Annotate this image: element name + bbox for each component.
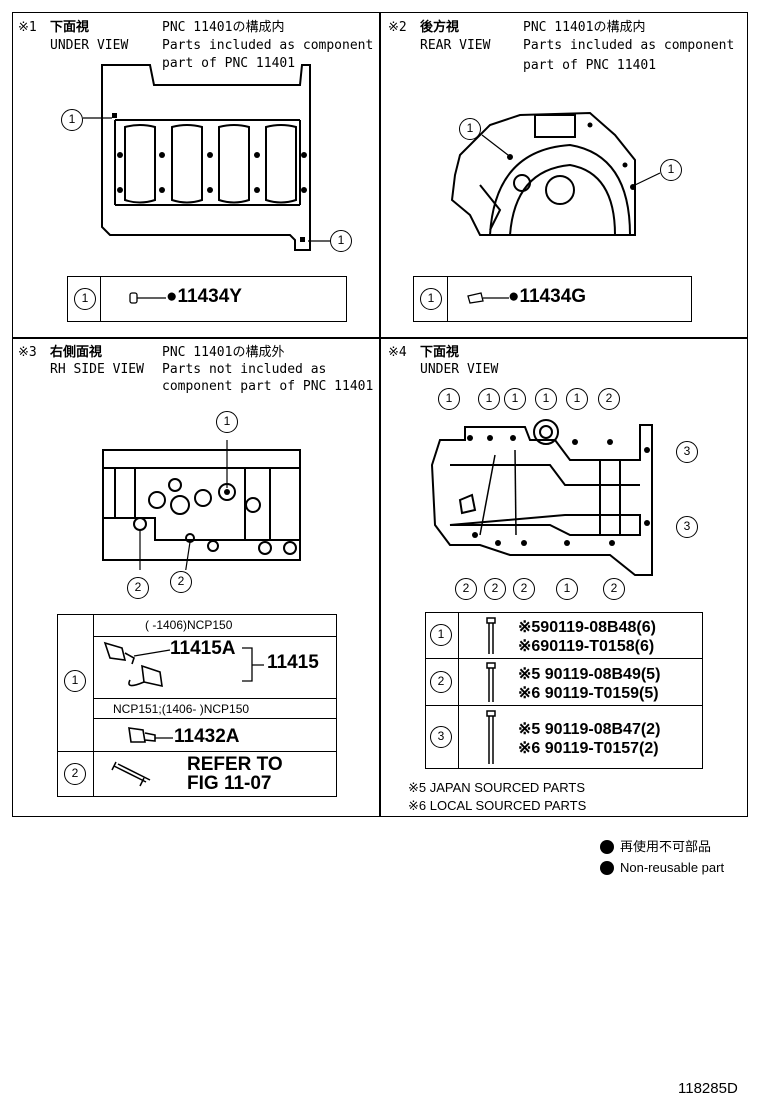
engine-block-rear-drawing bbox=[450, 111, 661, 236]
plug-icon bbox=[129, 292, 166, 304]
callout-1: 1 bbox=[535, 388, 557, 410]
callout-1: 1 bbox=[556, 578, 578, 600]
callout-1: 1 bbox=[74, 288, 96, 310]
engine-block-side-drawing bbox=[102, 440, 301, 570]
bracket-line bbox=[242, 647, 264, 682]
callout-2: 2 bbox=[170, 571, 192, 593]
horizontal-divider bbox=[12, 337, 748, 339]
plug-part-icon bbox=[128, 727, 173, 743]
callout-1: 1 bbox=[660, 159, 682, 181]
plug-icon bbox=[467, 292, 509, 304]
parts-table bbox=[413, 276, 692, 322]
note-line-2: part of PNC 11401 bbox=[523, 58, 657, 73]
condition-label: NCP151;(1406- )NCP150 bbox=[113, 702, 250, 716]
panel-mark: ※1 bbox=[18, 20, 37, 35]
parts-table bbox=[57, 614, 337, 797]
figure-id: 118285D bbox=[678, 1080, 738, 1097]
stud-bolt-icon bbox=[111, 761, 151, 787]
callout-3: 3 bbox=[676, 516, 698, 538]
legend-en: Non-reusable part bbox=[620, 860, 725, 875]
legend-jp: 再使用不可部品 bbox=[620, 839, 712, 854]
part-number: 11415 bbox=[267, 652, 319, 673]
callout-1: 1 bbox=[430, 624, 452, 646]
panel-title-jp: 下面視 bbox=[50, 20, 90, 35]
panel-title-en: REAR VIEW bbox=[420, 38, 491, 53]
callout-2: 2 bbox=[598, 388, 620, 410]
callout-2: 2 bbox=[64, 763, 86, 785]
note-line-2: component part of PNC 11401 bbox=[162, 379, 374, 394]
note-line-1: Parts included as component bbox=[523, 38, 735, 53]
bolt-part-number: ※690119-T0158(6) bbox=[518, 638, 655, 655]
note-line-1: Parts included as component bbox=[162, 38, 374, 53]
part-number: ●11434G bbox=[508, 286, 587, 307]
parts-table bbox=[67, 276, 347, 322]
callout-2: 2 bbox=[484, 578, 506, 600]
refer-label: FIG 11-07 bbox=[187, 773, 272, 794]
pnc-label: PNC 11401の構成内 bbox=[523, 20, 646, 35]
note-line-1: Parts not included as bbox=[162, 362, 327, 377]
part-number: 11415A bbox=[170, 638, 236, 659]
bolt-part-number: ※5 90119-08B47(2) bbox=[518, 721, 661, 738]
panel-mark: ※3 bbox=[18, 345, 37, 360]
panel-title-jp: 右側面視 bbox=[50, 345, 103, 360]
panel-title-en: UNDER VIEW bbox=[420, 362, 499, 377]
pnc-label: PNC 11401の構成外 bbox=[162, 345, 285, 360]
note-local-sourced: ※6 LOCAL SOURCED PARTS bbox=[408, 798, 587, 813]
panel-title-en: UNDER VIEW bbox=[50, 38, 129, 53]
callout-2: 2 bbox=[513, 578, 535, 600]
non-reusable-dot-icon bbox=[600, 861, 614, 875]
callout-1: 1 bbox=[566, 388, 588, 410]
bolt-part-number: ※590119-08B48(6) bbox=[518, 619, 656, 636]
callout-1: 1 bbox=[216, 411, 238, 433]
callout-1: 1 bbox=[330, 230, 352, 252]
condition-label: ( -1406)NCP150 bbox=[145, 618, 233, 632]
panel-mark: ※4 bbox=[388, 345, 407, 360]
callout-2: 2 bbox=[127, 577, 149, 599]
callout-2: 2 bbox=[455, 578, 477, 600]
callout-3: 3 bbox=[676, 441, 698, 463]
bolt-table bbox=[425, 612, 703, 769]
oil-pan-under-drawing bbox=[430, 419, 653, 576]
callout-1: 1 bbox=[459, 118, 481, 140]
sensor-part-icon bbox=[103, 641, 171, 688]
note-line-2: part of PNC 11401 bbox=[162, 56, 296, 71]
callout-1: 1 bbox=[420, 288, 442, 310]
part-number: 11432A bbox=[174, 726, 240, 747]
bolt-part-number: ※6 90119-T0159(5) bbox=[518, 685, 659, 702]
callout-3: 3 bbox=[430, 726, 452, 748]
callout-1: 1 bbox=[61, 109, 83, 131]
part-number: ●11434Y bbox=[166, 286, 242, 307]
refer-label: REFER TO bbox=[187, 754, 283, 775]
callout-2: 2 bbox=[430, 671, 452, 693]
non-reusable-dot-icon bbox=[600, 840, 614, 854]
engine-block-under-drawing bbox=[83, 64, 330, 251]
panel-title-jp: 後方視 bbox=[420, 20, 460, 35]
bolt-part-number: ※5 90119-08B49(5) bbox=[518, 666, 661, 683]
vertical-divider bbox=[379, 12, 381, 817]
callout-2: 2 bbox=[603, 578, 625, 600]
pnc-label: PNC 11401の構成内 bbox=[162, 20, 285, 35]
panel-title-jp: 下面視 bbox=[420, 345, 460, 360]
panel-mark: ※2 bbox=[388, 20, 407, 35]
panel-title-en: RH SIDE VIEW bbox=[50, 362, 144, 377]
callout-1: 1 bbox=[478, 388, 500, 410]
callout-1: 1 bbox=[504, 388, 526, 410]
callout-1: 1 bbox=[438, 388, 460, 410]
bolt-icons bbox=[486, 617, 496, 764]
note-japan-sourced: ※5 JAPAN SOURCED PARTS bbox=[408, 780, 586, 795]
callout-1: 1 bbox=[64, 670, 86, 692]
bolt-part-number: ※6 90119-T0157(2) bbox=[518, 740, 659, 757]
